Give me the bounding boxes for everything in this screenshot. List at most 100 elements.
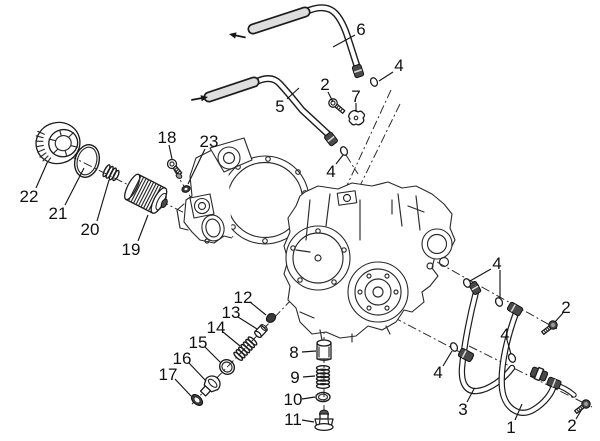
callout-9: 9 [290,368,299,387]
washer-17 [190,394,204,406]
callout-11: 11 [284,410,302,429]
washer-23 [181,185,191,193]
oil-pipe-3 [457,281,516,395]
washer-18 [175,173,183,179]
callout-leader-2 [575,408,583,420]
callout-1: 1 [506,418,515,437]
cover-knurling [35,130,52,165]
callout-leader-12 [249,301,267,316]
callout-15: 15 [189,333,208,352]
seal-ring-4-right-mid [494,297,504,307]
callout-leader-4 [335,154,344,165]
o-ring-15 [218,359,236,375]
pipe-1-banjo-fitting-b [546,376,562,390]
spring-9 [315,365,331,390]
callout-leader-21 [64,167,85,206]
bolt-18 [166,158,183,176]
spring-20 [102,164,120,182]
callout-leader-9 [302,375,316,378]
hose-5-end-fitting [324,131,338,147]
callout-leader-19 [137,214,149,242]
callout-3: 3 [458,400,467,419]
callout-leader-1 [514,403,523,421]
plug-11 [314,409,334,432]
callout-leader-4 [469,268,492,282]
callout-4: 4 [500,325,509,344]
callout-leader-16 [188,362,207,382]
callout-leader-2 [327,91,334,103]
banjo-bolt-2-right-lower [574,399,591,414]
callout-4: 4 [326,162,335,181]
callout-5: 5 [275,97,284,116]
callout-2: 2 [561,298,570,317]
callout-21: 21 [49,204,68,223]
callout-leader-4 [506,339,512,355]
callout-leader-4 [378,71,394,82]
callout-10: 10 [284,390,303,409]
callout-leader-17 [174,378,192,397]
callout-22: 22 [20,187,39,206]
pipe-3-mid-fitting [457,347,475,363]
screw-2-top [328,98,346,114]
callout-leader-5 [286,87,300,100]
callout-leader-23 [187,148,206,185]
flow-arrow-hose-6 [229,32,246,39]
callout-leader-4 [442,350,453,367]
callout-leader-10 [301,396,316,400]
callout-16: 16 [173,349,192,368]
callout-8: 8 [289,343,298,362]
oil-pipe-1 [498,301,577,416]
flow-arrow-hose-5 [191,95,208,102]
callout-leader-3 [466,388,475,403]
pin-13 [254,324,268,339]
callout-17: 17 [159,365,178,384]
callout-leader-11 [301,419,315,423]
tappet-16 [199,375,221,397]
seal-ring-4-mid [339,146,349,156]
callout-20: 20 [81,220,100,239]
callout-13: 13 [222,303,241,322]
plug-12 [265,313,277,323]
seal-ring-4-right-left [449,342,459,352]
oil-filter-cover-22 [35,121,81,165]
seal-ring-4-top [369,77,379,87]
spring-14 [233,336,258,362]
callout-14: 14 [207,318,226,337]
callout-4: 4 [433,363,442,382]
flow-arrows [191,32,246,102]
oil-filter-19 [124,173,168,214]
callout-leader-8 [301,350,317,353]
pipe-1-banjo-fitting-a [529,366,549,382]
o-ring-21 [73,144,101,178]
oil-hose-5 [203,75,338,147]
callout-leader-2 [554,312,564,323]
callout-12: 12 [234,288,253,307]
callout-7: 7 [351,87,360,106]
hose-6-end-fitting [351,63,365,79]
pipe-3-top-fitting [468,281,482,295]
seal-ring-4-right-lower [507,353,517,363]
clamp-7 [348,109,366,126]
o-ring-10 [315,391,331,403]
callout-2: 2 [567,416,576,435]
seal-ring-4-right-upper [462,278,472,288]
callout-4: 4 [492,254,501,273]
pipe-1-top-fitting [506,301,524,317]
banjo-bolt-2-right-upper [541,320,558,335]
callout-leader-15 [204,346,222,364]
callout-19: 19 [122,240,141,259]
callout-2: 2 [320,75,329,94]
crankcase [283,181,456,343]
callout-leader-6 [332,34,356,48]
callout-leader-22 [35,162,48,189]
callout-leader-14 [222,331,241,347]
callout-leader-13 [237,316,258,330]
piston-8 [316,339,332,362]
callout-leader-20 [96,179,110,222]
callout-6: 6 [356,20,365,39]
callout-4: 4 [394,56,403,75]
callout-18: 18 [158,128,177,147]
